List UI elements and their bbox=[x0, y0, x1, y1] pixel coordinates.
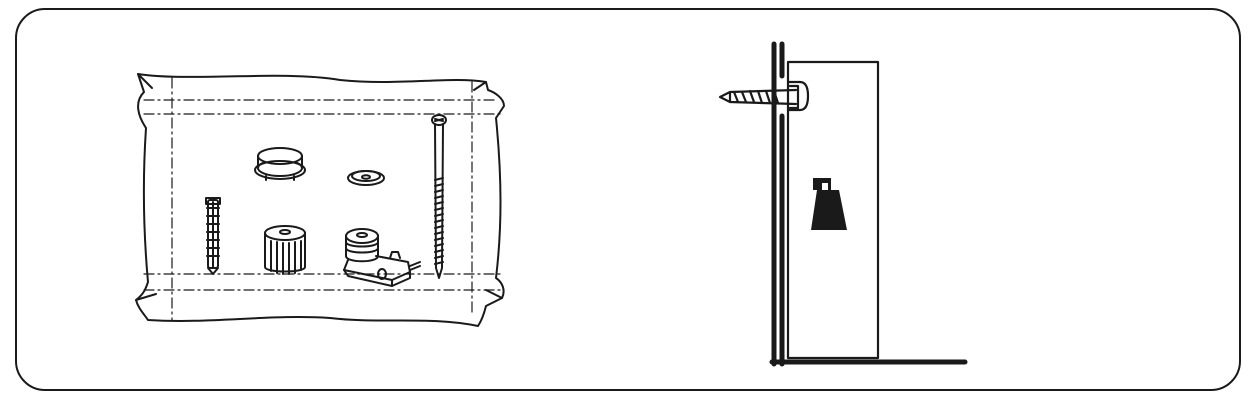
wall-plug-icon bbox=[205, 197, 221, 275]
washer-icon bbox=[347, 170, 385, 186]
bag-fold-top-right bbox=[473, 81, 487, 91]
cap-icon bbox=[254, 147, 306, 181]
bag-fold-top-left bbox=[137, 73, 153, 89]
bag-seal-lines bbox=[143, 77, 501, 321]
wall-icon bbox=[771, 41, 785, 367]
wall-anchoring-diagram bbox=[718, 41, 968, 367]
adjustable-foot-icon bbox=[264, 225, 306, 275]
bag-outline bbox=[135, 73, 505, 327]
hardware-bag-icon bbox=[135, 73, 505, 327]
bag-fold-bottom-left bbox=[135, 293, 157, 301]
weight-icon bbox=[811, 178, 847, 230]
bag-fold-bottom-right bbox=[485, 289, 503, 299]
anchor-bracket-icon bbox=[343, 228, 421, 287]
long-screw-icon bbox=[431, 114, 447, 279]
screw-icon bbox=[718, 84, 800, 110]
bracket-icon bbox=[786, 80, 810, 112]
